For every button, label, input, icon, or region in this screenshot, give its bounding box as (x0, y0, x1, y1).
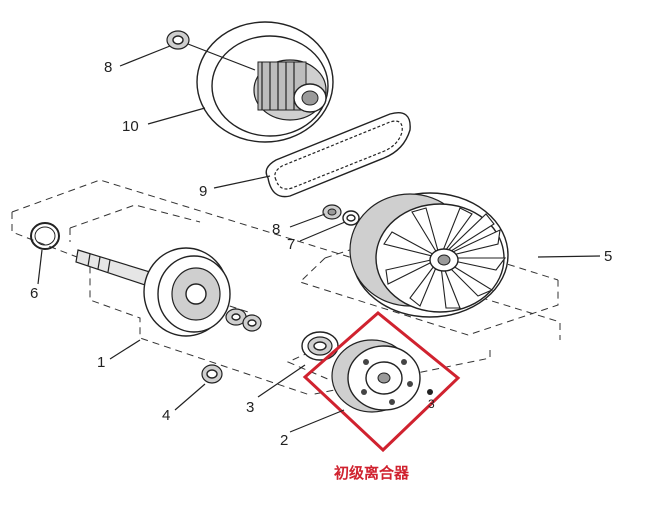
circlip-part (30, 222, 60, 250)
label-3: 3 (246, 399, 254, 416)
primary-clutch-part (331, 339, 433, 413)
clutch-housing-part (75, 247, 262, 337)
caption-primary-clutch: 初级离合器 (334, 464, 410, 482)
needle-bearing-part (301, 331, 339, 361)
label-6: 6 (30, 285, 38, 302)
nut-part (201, 364, 223, 384)
label-3-small: 3 (428, 397, 435, 411)
leader-lines (37, 45, 601, 433)
fan-plate-part (349, 192, 509, 318)
driven-pulley-part (166, 21, 334, 143)
label-2: 2 (280, 432, 288, 449)
label-8-top: 8 (104, 59, 112, 76)
nut-washer-part (322, 204, 360, 226)
label-5: 5 (604, 248, 612, 265)
label-4: 4 (162, 407, 170, 424)
label-9: 9 (199, 183, 207, 200)
label-7: 7 (287, 236, 295, 253)
label-1: 1 (97, 354, 105, 371)
label-8-mid: 8 (272, 221, 280, 238)
highlight-box (302, 311, 461, 453)
label-10: 10 (122, 118, 139, 135)
drive-belt-part (265, 112, 411, 198)
